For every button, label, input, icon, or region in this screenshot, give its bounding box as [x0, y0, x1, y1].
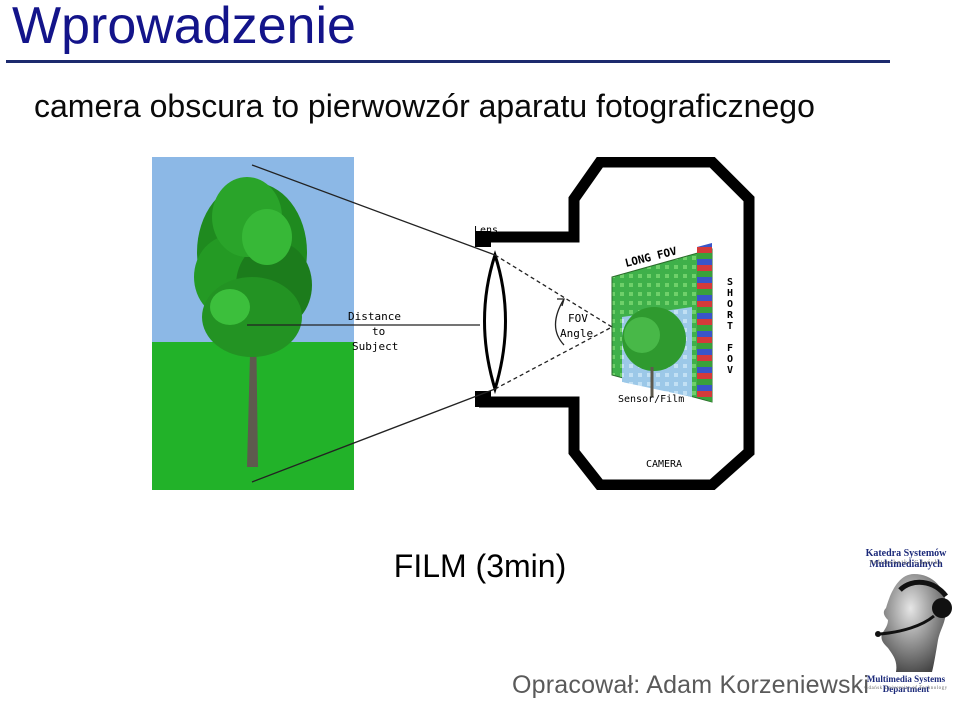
lens-shape	[483, 250, 507, 395]
slide-title: Wprowadzenie	[12, 0, 356, 55]
camera-label: CAMERA	[646, 459, 682, 470]
logo-top-sub: Politechnika Gdańska	[869, 560, 943, 566]
logo-bottom-line: Multimedia Systems Department	[866, 674, 946, 694]
distance-label-3: Subject	[352, 340, 398, 353]
headset-head-icon	[875, 574, 952, 672]
author-credit: Opracował: Adam Korzeniewski	[512, 671, 870, 699]
lens-label: Lens	[474, 225, 498, 236]
camera-body	[479, 156, 755, 491]
sensor-label: Sensor/Film	[618, 394, 684, 405]
logo-bottom-sub: Gdańsk University of Technology	[864, 686, 948, 691]
tree-illustration	[194, 177, 312, 467]
slide-subtitle: camera obscura to pierwowzór aparatu fot…	[34, 88, 815, 124]
film-caption: FILM (3min)	[393, 548, 567, 584]
short-fov-label: SHORT FOV	[725, 277, 736, 376]
diagram-svg: Lens Distance to Subject FOV Angle LONG …	[152, 156, 755, 491]
distance-label-1: Distance	[348, 310, 401, 323]
sensor-planes	[611, 243, 713, 403]
department-logo: Katedra Systemów Multimedialnych Politec…	[852, 548, 960, 704]
title-underline	[6, 60, 890, 63]
fov-label-2: Angle	[560, 327, 593, 340]
camera-fov-diagram: Lens Distance to Subject FOV Angle LONG …	[152, 156, 758, 491]
distance-label-2: to	[372, 325, 385, 338]
logo-top-line: Katedra Systemów Multimedialnych	[865, 548, 947, 570]
light-rays	[247, 164, 613, 483]
fov-label-1: FOV	[568, 312, 588, 325]
